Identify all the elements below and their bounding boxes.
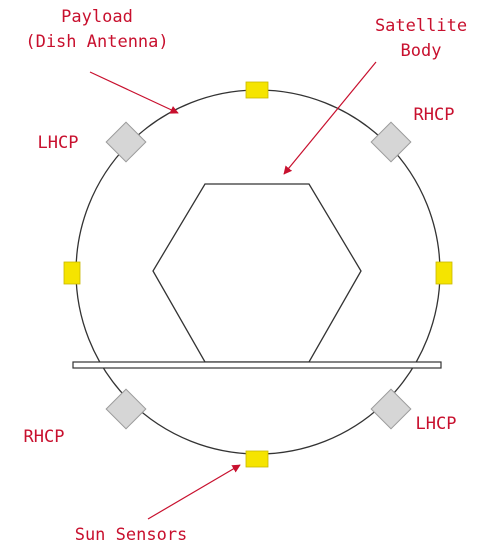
rhcp-top-label: RHCP bbox=[414, 105, 455, 125]
panel-bar bbox=[72, 361, 442, 369]
lhcp-top-label: LHCP bbox=[38, 133, 79, 153]
satellite-body-label-line1: Satellite bbox=[375, 16, 467, 36]
antenna-bottom-left bbox=[105, 388, 147, 430]
sun-sensor-bottom bbox=[245, 450, 269, 468]
satellite-body-hexagon bbox=[152, 183, 362, 363]
sun-sensor-top bbox=[245, 81, 269, 99]
antenna-bottom-right bbox=[370, 388, 412, 430]
satellite-body-label-line2: Body bbox=[401, 41, 442, 61]
sun-sensor-left bbox=[63, 261, 81, 285]
antenna-top-left bbox=[105, 121, 147, 163]
sun-sensors-label: Sun Sensors bbox=[75, 525, 188, 545]
sun-sensors-arrow bbox=[147, 464, 241, 520]
rhcp-bottom-label: RHCP bbox=[24, 427, 65, 447]
sun-sensor-right bbox=[435, 261, 453, 285]
lhcp-bottom-label: LHCP bbox=[416, 414, 457, 434]
satellite-body-arrow bbox=[283, 61, 377, 175]
antenna-top-right bbox=[370, 121, 412, 163]
payload-label-line2: (Dish Antenna) bbox=[25, 32, 168, 52]
payload-label-line1: Payload bbox=[61, 7, 133, 27]
payload-arrow bbox=[89, 71, 179, 114]
